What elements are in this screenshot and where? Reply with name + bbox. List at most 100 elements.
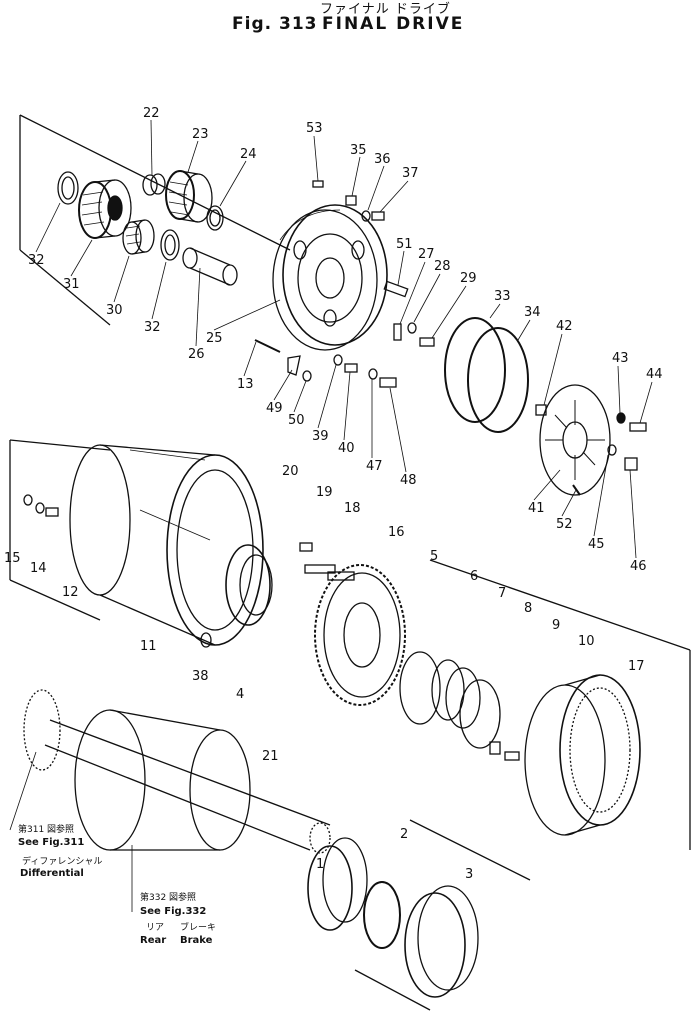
part-label-38: 38 [192, 669, 209, 684]
part-label-4: 4 [236, 687, 244, 702]
part-label-29: 29 [460, 271, 477, 286]
reference-rear-brake: 第332 図参照 See Fig.332 リア ブレーキ Rear Brake [131, 845, 216, 946]
leader-lines [35, 119, 653, 559]
ref-brake-jp-see: 第332 図参照 [140, 891, 196, 903]
part-label-42: 42 [556, 319, 573, 334]
part-label-26: 26 [188, 347, 205, 362]
part-label-21: 21 [262, 749, 279, 764]
part-thrust-washer-32a [57, 171, 79, 205]
part-housing-11 [69, 444, 264, 646]
part-label-34: 34 [524, 305, 541, 320]
part-ring-gear-16 [314, 564, 406, 706]
part-rear-brake-outline [74, 709, 251, 851]
part-label-23: 23 [192, 127, 209, 142]
part-bolts-right [383, 280, 435, 347]
part-label-53: 53 [306, 121, 323, 136]
part-label-14: 14 [30, 561, 47, 576]
part-labels: 1 2 3 4 5 6 7 8 9 10 11 12 13 14 15 16 1… [4, 106, 663, 882]
part-seal-3 [404, 885, 479, 998]
ref-differential-jp-name: ディファレンシャル [22, 855, 102, 867]
part-label-49: 49 [266, 401, 283, 416]
part-label-39: 39 [312, 429, 329, 444]
lower-group-outline [354, 819, 531, 1011]
part-carrier-25 [272, 204, 388, 351]
part-label-13: 13 [237, 377, 254, 392]
part-label-11: 11 [140, 639, 157, 654]
part-small-hardware-bottom [254, 339, 397, 388]
page-title: FINAL DRIVE [322, 14, 465, 34]
part-label-1: 1 [316, 857, 324, 872]
part-planet-gear-31 [78, 179, 132, 239]
part-label-28: 28 [434, 259, 451, 274]
part-label-51: 51 [396, 237, 413, 252]
part-label-5: 5 [430, 549, 438, 564]
part-label-37: 37 [402, 166, 419, 181]
part-label-35: 35 [350, 143, 367, 158]
carrier-group-outline [19, 114, 291, 326]
part-oring-2 [363, 881, 401, 949]
part-bearing-4 [225, 544, 273, 626]
part-thrust-washer-32b [160, 229, 180, 261]
part-label-43: 43 [612, 351, 629, 366]
part-label-44: 44 [646, 367, 663, 382]
part-cover-41 [539, 384, 611, 496]
part-label-47: 47 [366, 459, 383, 474]
part-label-32b: 32 [144, 320, 161, 335]
part-cover-hardware [535, 404, 647, 496]
ref-differential-see: See Fig.311 [18, 837, 84, 848]
part-label-16: 16 [388, 525, 405, 540]
part-label-45: 45 [588, 537, 605, 552]
part-label-7: 7 [498, 586, 506, 601]
part-label-18: 18 [344, 501, 361, 516]
part-label-20: 20 [282, 464, 299, 479]
housing-group-outline [9, 439, 111, 621]
part-discs-5-10 [399, 651, 520, 761]
part-lock-hardware [299, 542, 355, 581]
figure-number: Fig. 313 [232, 14, 318, 34]
part-label-3: 3 [465, 867, 473, 882]
part-label-19: 19 [316, 485, 333, 500]
header: ファイナル ドライブ Fig. 313 FINAL DRIVE [0, 0, 698, 60]
ref-brake-jp-rear: リア [146, 923, 164, 933]
ref-differential-jp-see: 第311 図参照 [18, 823, 74, 835]
part-label-8: 8 [524, 601, 532, 616]
part-label-48: 48 [400, 473, 417, 488]
part-label-33: 33 [494, 289, 511, 304]
part-label-30: 30 [106, 303, 123, 318]
part-label-15: 15 [4, 551, 21, 566]
part-label-24: 24 [240, 147, 257, 162]
part-bearing-1 [307, 837, 368, 931]
ref-brake-jp-brake: ブレーキ [180, 921, 216, 933]
part-planet-gear-23 [165, 170, 213, 223]
part-label-46: 46 [630, 559, 647, 574]
part-housing-hardware [23, 494, 212, 648]
part-small-hardware-top [312, 180, 385, 222]
part-label-52: 52 [556, 517, 573, 532]
ref-brake-brake: Brake [180, 935, 213, 946]
part-label-41: 41 [528, 501, 545, 516]
part-needle-bearing-30 [122, 219, 155, 255]
part-label-6: 6 [470, 569, 478, 584]
ref-differential-name: Differential [20, 868, 84, 879]
part-label-27: 27 [418, 247, 435, 262]
part-label-50: 50 [288, 413, 305, 428]
ref-brake-rear: Rear [140, 935, 166, 946]
reference-differential: 第311 図参照 See Fig.311 ディファレンシャル Different… [9, 751, 102, 879]
part-ring-gear-17 [524, 674, 641, 836]
part-planet-shaft-26 [182, 247, 238, 286]
part-label-22: 22 [143, 106, 160, 121]
part-label-36: 36 [374, 152, 391, 167]
part-spacer-22 [142, 173, 166, 196]
part-label-17: 17 [628, 659, 645, 674]
part-snap-rings-33-34 [444, 317, 529, 433]
part-axle-21 [23, 689, 331, 854]
japanese-title: ファイナル ドライブ [320, 2, 451, 17]
ref-brake-see: See Fig.332 [140, 906, 206, 917]
part-label-12: 12 [62, 585, 79, 600]
lower-right-group-outline [429, 559, 691, 850]
part-label-31: 31 [63, 277, 80, 292]
part-label-32a: 32 [28, 253, 45, 268]
part-label-40: 40 [338, 441, 355, 456]
part-label-2: 2 [400, 827, 408, 842]
